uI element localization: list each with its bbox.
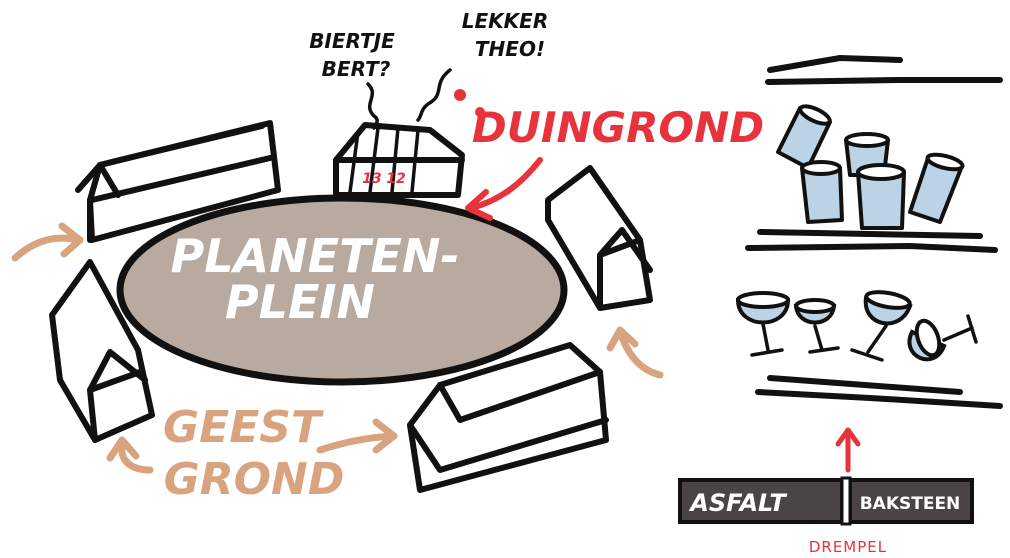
threshold-arrow xyxy=(838,430,858,470)
house-number-13: 13 xyxy=(362,171,381,187)
bubble-bert-line2: BERT? xyxy=(322,57,391,81)
geestgrond-label-line1: GEEST xyxy=(163,402,324,453)
duingrond-label: DUINGROND xyxy=(472,103,764,152)
cups-group xyxy=(778,103,964,228)
cup-icon xyxy=(802,162,842,222)
cup-icon xyxy=(778,103,832,168)
planetenplein-plaza: PLANETEN- PLEIN xyxy=(120,198,564,382)
asfalt-label: ASFALT xyxy=(688,489,787,517)
bubble-theo-line2: THEO! xyxy=(475,37,545,61)
speech-bubble-bert: BIERTJE BERT? xyxy=(309,29,395,128)
cup-icon xyxy=(858,165,904,228)
wine-glasses-group xyxy=(738,289,976,360)
house-top-center: 13 12 xyxy=(336,125,462,195)
geestgrond-label-line2: GROND xyxy=(164,454,345,505)
bubble-theo-line1: LEKKER xyxy=(462,9,548,33)
road-bar: ASFALT BAKSTEEN xyxy=(680,478,972,524)
cup-icon xyxy=(910,152,964,222)
shelf-top xyxy=(768,58,1000,82)
bubble-bert-line1: BIERTJE xyxy=(309,29,395,53)
duingrond-arrow xyxy=(468,160,540,218)
wine-glass-icon xyxy=(796,300,838,352)
plaza-label-line2: PLEIN xyxy=(225,275,375,329)
wine-glass-icon xyxy=(738,293,788,355)
shelf-bottom xyxy=(758,378,1000,406)
wine-glass-icon xyxy=(909,316,976,359)
drempel-label: DREMPEL xyxy=(809,538,887,556)
shelf-middle xyxy=(748,232,995,250)
wine-glass-icon xyxy=(852,289,911,360)
baksteen-label: BAKSTEEN xyxy=(860,494,961,514)
house-number-12: 12 xyxy=(386,171,405,187)
